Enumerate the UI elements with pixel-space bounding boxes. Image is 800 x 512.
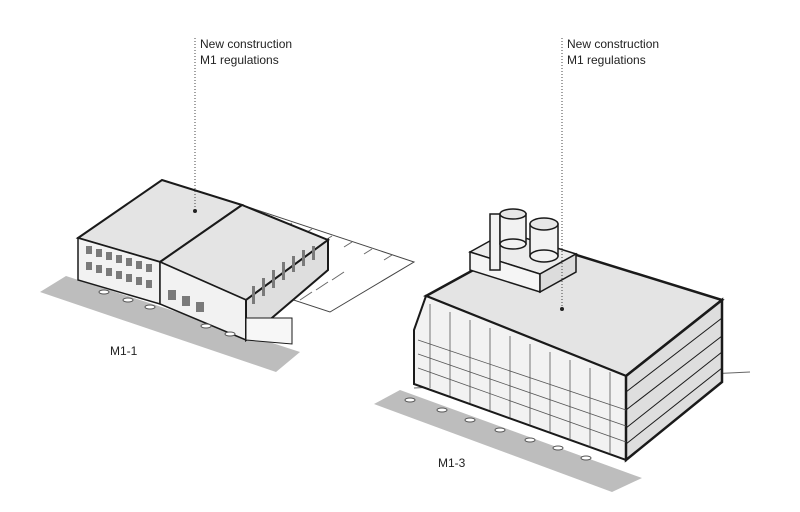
m1-3-chimney xyxy=(489,213,501,271)
m1-1-windows xyxy=(86,246,315,312)
m1-3-street-trees xyxy=(404,397,592,461)
m1-1-front-wall xyxy=(245,317,293,345)
m1-3-water-tank-2 xyxy=(529,217,559,263)
m1-3-water-tank-1 xyxy=(499,208,527,250)
m1-3-bulkhead-side xyxy=(539,252,577,294)
building-m1-1 xyxy=(40,38,416,372)
m1-1-callout-line2: M1 regulations xyxy=(200,53,279,67)
m1-3-callout: New construction M1 regulations xyxy=(567,36,659,68)
m1-1-leader-dot xyxy=(193,209,197,213)
m1-1-callout-line1: New construction xyxy=(200,37,293,51)
m1-3-ground-shadow xyxy=(374,390,642,492)
m1-3-facade-side xyxy=(624,297,724,463)
m1-3-callout-line2: M1 regulations xyxy=(567,53,646,67)
building-m1-3 xyxy=(374,38,751,492)
m1-3-callout-line1: New construction xyxy=(567,37,660,51)
m1-3-zone-label: M1-3 xyxy=(438,456,466,470)
m1-1-callout: New construction M1 regulations xyxy=(200,36,292,68)
m1-3-leader-dot xyxy=(560,307,564,311)
m1-1-zone-label: M1-1 xyxy=(110,344,138,358)
m1-1-ground-shadow xyxy=(40,276,300,372)
m1-3-windows xyxy=(417,304,627,454)
m1-1-street-trees xyxy=(98,289,236,337)
m1-3-side-floor-lines xyxy=(625,317,723,445)
